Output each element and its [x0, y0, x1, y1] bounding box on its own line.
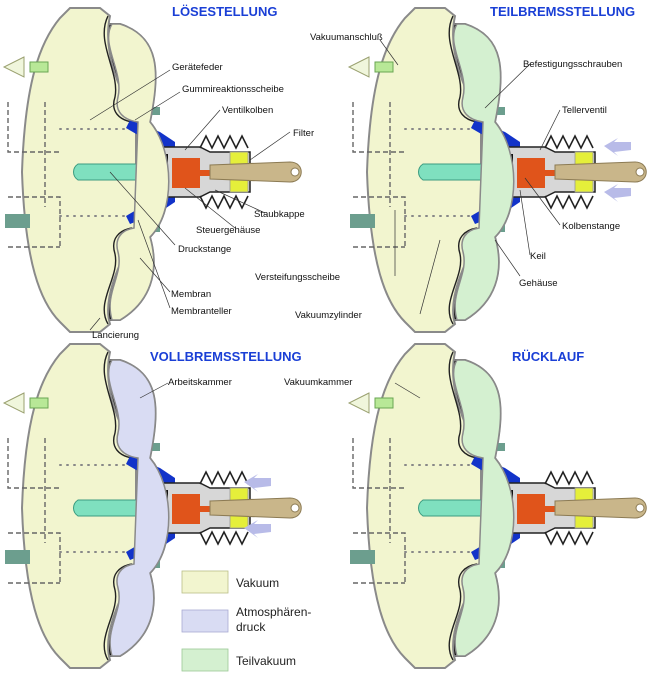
legend-swatch-atmosphaere — [181, 609, 229, 633]
panel-title-1: LÖSESTELLUNG — [172, 4, 277, 19]
rear-fill-1 — [107, 23, 170, 321]
air-arrow-4 — [244, 520, 271, 538]
legend-swatch-vakuum — [181, 570, 229, 594]
label-befestigungsschrauben: Befestigungsschrauben — [523, 59, 622, 70]
panel-title-3: VOLLBREMSSTELLUNG — [150, 349, 302, 364]
air-arrow-1 — [604, 138, 631, 156]
label-lancierung: Lancierung — [92, 330, 139, 341]
label-vakuumzylinder: Vakuumzylinder — [295, 310, 362, 321]
leaders-panel-3 — [139, 382, 169, 399]
legend-swatch-teilvakuum — [181, 648, 229, 672]
label-gehaeuse: Gehäuse — [519, 278, 558, 289]
label-kolbenstange: Kolbenstange — [562, 221, 620, 232]
label-keil: Keil — [530, 251, 546, 262]
rear-fill-3 — [107, 359, 170, 657]
legend-label-vakuum: Vakuum — [236, 576, 279, 590]
air-arrow-3 — [244, 474, 271, 492]
label-versteifungsscheibe: Versteifungsscheibe — [255, 272, 340, 283]
label-tellerventil: Tellerventil — [562, 105, 607, 116]
label-geraetefeder: Gerätefeder — [172, 62, 223, 73]
label-vakuumkammer: Vakuumkammer — [284, 377, 352, 388]
label-druckstange: Druckstange — [178, 244, 231, 255]
label-gummireaktionsscheibe: Gummireaktionsscheibe — [182, 84, 284, 95]
rear-fill-4 — [452, 359, 515, 657]
legend: Vakuum Atmosphären- druck Teilvakuum — [181, 570, 311, 672]
leaders-panel-2 — [379, 39, 561, 315]
legend-label-teilvakuum: Teilvakuum — [236, 654, 296, 668]
legend-label-atmosphaere-1: Atmosphären- — [236, 605, 311, 619]
label-membran: Membran — [171, 289, 211, 300]
panel-title-4: RÜCKLAUF — [512, 349, 584, 364]
air-arrow-2 — [604, 184, 631, 202]
label-membranteller: Membranteller — [171, 306, 232, 317]
label-ventilkolben: Ventilkolben — [222, 105, 273, 116]
legend-label-atmosphaere-2: druck — [236, 620, 266, 634]
label-steuergehaeuse: Steuergehäuse — [196, 225, 260, 236]
rear-fill-2 — [452, 23, 515, 321]
label-staubkappe: Staubkappe — [254, 209, 305, 220]
leaders-panel-1 — [89, 69, 291, 331]
label-arbeitskammer: Arbeitskammer — [168, 377, 232, 388]
label-vakuumanschluss: Vakuumanschluß — [310, 32, 383, 43]
leaders-panel-4 — [394, 382, 421, 399]
panel-title-2: TEILBREMSSTELLUNG — [490, 4, 635, 19]
label-filter: Filter — [293, 128, 314, 139]
